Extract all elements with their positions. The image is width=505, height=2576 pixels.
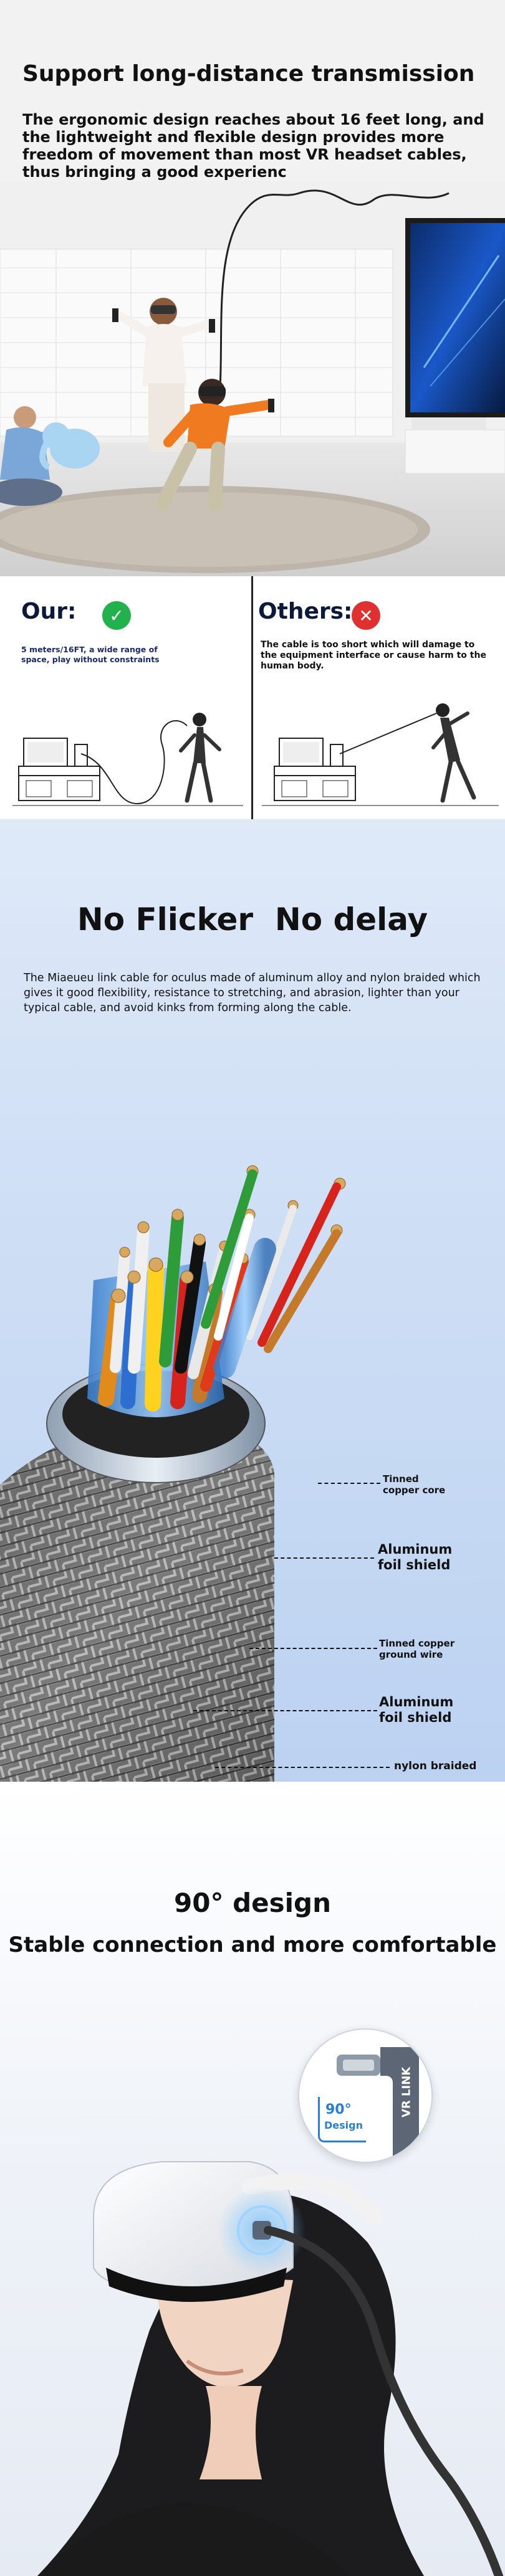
ours-long-cable-illustration (12, 713, 243, 806)
connector-label: VR LINK (400, 2066, 413, 2117)
callout-tinned-copper-ground-wire: Tinned copper ground wire (379, 1638, 455, 1660)
elephant-toy (39, 422, 100, 470)
cable-structure-section: No Flicker No delay The Miaeueu link cab… (0, 819, 505, 1782)
angle-label: 90° (325, 2102, 352, 2117)
usb-c-connector-icon (337, 2047, 419, 2162)
section-title: 90° design (174, 1888, 331, 1918)
others-short-cable-illustration (262, 703, 499, 806)
vr-headset-user-illustration (37, 2161, 503, 2576)
x-icon: ✕ (352, 601, 380, 630)
section-description: The Miaeueu link cable for oculus made o… (24, 972, 481, 1014)
connector-detail-inset: VR LINK 90° Design (298, 2028, 433, 2163)
design-label: Design (324, 2119, 363, 2131)
living-room-illustration (0, 181, 505, 576)
woman-figure (112, 298, 215, 452)
others-note: The cable is too short which will damage… (261, 640, 486, 671)
comparison-panel: Our: ✓ 5 meters/16FT, a wide range of sp… (0, 576, 505, 819)
tv-icon (405, 218, 505, 474)
callout-nylon-braided: nylon braided (394, 1760, 477, 1772)
woman-with-headset (37, 2193, 424, 2576)
link-cable (264, 2226, 503, 2576)
sitting-child-figure (0, 406, 63, 506)
callout-aluminum-foil-shield-outer: Aluminum foil shield (379, 1694, 454, 1725)
section-subtitle: Stable connection and more comfortable (8, 1932, 497, 1957)
section-title: No Flicker No delay (77, 901, 428, 938)
section-title: Support long-distance transmission (22, 61, 475, 87)
cable-cross-section-illustration (0, 1165, 346, 1782)
right-angle-marker (318, 2097, 366, 2142)
check-icon: ✓ (102, 601, 131, 630)
vr-cable (218, 189, 450, 399)
comparison-divider (251, 576, 253, 819)
boy-figure (155, 379, 274, 511)
ours-label: Our: (21, 599, 77, 624)
callout-aluminum-foil-shield-inner: Aluminum foil shield (378, 1542, 453, 1572)
window-blinds (0, 249, 393, 437)
section-description: The ergonomic design reaches about 16 fe… (22, 111, 484, 181)
long-distance-section: Support long-distance transmission The e… (0, 0, 505, 576)
vr-headset (93, 2161, 382, 2302)
ours-note: 5 meters/16FT, a wide range of space, pl… (21, 645, 160, 664)
ninety-degree-section: 90° design Stable connection and more co… (0, 1782, 505, 2576)
others-label: Others: (258, 599, 353, 624)
callout-tinned-copper-core: Tinned copper core (383, 1473, 446, 1496)
